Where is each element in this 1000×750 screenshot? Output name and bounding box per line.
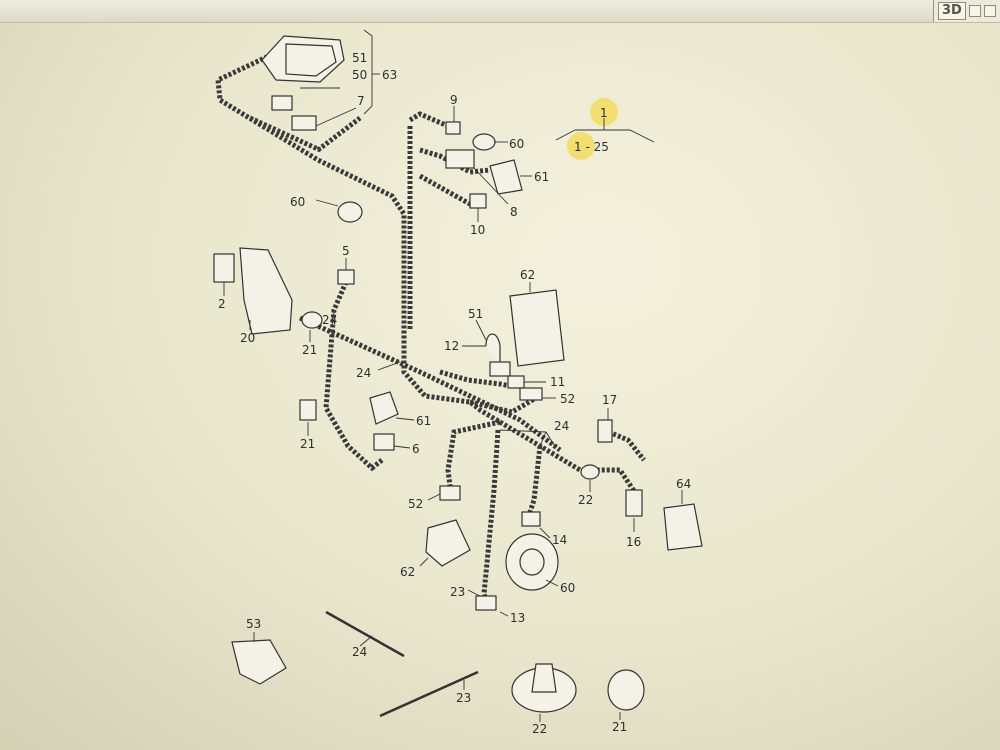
ring-21 bbox=[607, 669, 645, 711]
fittings bbox=[239, 133, 600, 480]
callout-53: 53 bbox=[246, 617, 261, 631]
callout-24-a: 24 bbox=[322, 313, 337, 327]
window-icon[interactable] bbox=[968, 5, 981, 17]
callout-60-c: 60 bbox=[560, 581, 575, 595]
callout-64: 64 bbox=[676, 477, 691, 491]
highlight-marker-range bbox=[567, 132, 595, 160]
callout-17: 17 bbox=[602, 393, 617, 407]
callout-11: 11 bbox=[550, 375, 565, 389]
callout-51: 51 bbox=[352, 51, 367, 65]
callout-24-c: 24 bbox=[352, 645, 367, 659]
callout-6: 6 bbox=[412, 442, 420, 456]
motor-62 bbox=[425, 519, 471, 567]
callout-20: 20 bbox=[240, 331, 255, 345]
cable-tie-23 bbox=[379, 670, 479, 718]
connector-6 bbox=[373, 433, 395, 451]
callout-21-a: 21 bbox=[302, 343, 317, 357]
callout-23-b: 23 bbox=[456, 691, 471, 705]
callout-9: 9 bbox=[450, 93, 458, 107]
callout-61-a: 61 bbox=[534, 170, 549, 184]
clip-61 bbox=[369, 391, 399, 425]
leader-lines bbox=[223, 29, 683, 722]
boot-20 bbox=[239, 247, 293, 335]
callout-13: 13 bbox=[510, 611, 525, 625]
grommet-60-small bbox=[472, 133, 496, 151]
callout-51-b: 51 bbox=[468, 307, 483, 321]
harness-lines bbox=[215, 43, 646, 601]
speaker-60-cone bbox=[519, 548, 545, 576]
callout-10: 10 bbox=[470, 223, 485, 237]
bracket-53 bbox=[231, 639, 287, 685]
callout-62-a: 62 bbox=[520, 268, 535, 282]
connector-5 bbox=[337, 269, 355, 285]
callout-50: 50 bbox=[352, 68, 367, 82]
grommet-60-upper bbox=[337, 201, 363, 223]
group-ref-range: 1 - 25 bbox=[574, 140, 609, 154]
connector-50 bbox=[271, 95, 293, 111]
connector-21 bbox=[299, 399, 317, 421]
lock-module-64 bbox=[663, 503, 703, 551]
connector-2 bbox=[213, 253, 235, 283]
connector-17 bbox=[597, 419, 613, 443]
grommet-22-neck bbox=[531, 663, 557, 693]
callout-16: 16 bbox=[626, 535, 641, 549]
grid-icon[interactable] bbox=[983, 5, 996, 17]
callout-52-a: 52 bbox=[560, 392, 575, 406]
view-toolbar: 3D bbox=[933, 0, 1000, 22]
callout-5: 5 bbox=[342, 244, 350, 258]
group-reference: 1 1 - 25 bbox=[555, 106, 655, 154]
connector-14 bbox=[521, 511, 541, 527]
cable-tie-24 bbox=[325, 610, 405, 658]
callout-24-a2: 24 bbox=[356, 366, 371, 380]
connector-11 bbox=[507, 375, 525, 389]
callout-63: 63 bbox=[382, 68, 397, 82]
callout-21-b: 21 bbox=[300, 437, 315, 451]
highlight-marker-top bbox=[590, 98, 618, 126]
callout-61-b: 61 bbox=[416, 414, 431, 428]
callouts: 51 50 63 7 9 60 61 8 10 60 5 2 20 21 24 … bbox=[218, 51, 691, 736]
connector-52-lower bbox=[439, 485, 461, 501]
loose-parts bbox=[231, 610, 645, 718]
callout-21-c: 21 bbox=[612, 720, 627, 734]
connector-52-upper bbox=[519, 387, 543, 401]
callout-14: 14 bbox=[552, 533, 567, 547]
connector-7 bbox=[291, 115, 317, 131]
connector-13 bbox=[475, 595, 497, 611]
callout-2: 2 bbox=[218, 297, 226, 311]
callout-60-b: 60 bbox=[290, 195, 305, 209]
callout-12: 12 bbox=[444, 339, 459, 353]
window-top-bar bbox=[0, 0, 1000, 23]
loop-12 bbox=[485, 333, 501, 362]
view-3d-button[interactable]: 3D bbox=[938, 2, 966, 20]
bracket-61 bbox=[489, 159, 523, 195]
connector-9 bbox=[445, 121, 461, 135]
callout-23-a: 23 bbox=[450, 585, 465, 599]
connector-10 bbox=[469, 193, 487, 209]
connector-16 bbox=[625, 489, 643, 517]
connector-8 bbox=[445, 149, 475, 169]
group-ref-top: 1 bbox=[600, 106, 608, 120]
callout-60-a: 60 bbox=[509, 137, 524, 151]
callout-7: 7 bbox=[357, 94, 365, 108]
callout-52-b: 52 bbox=[408, 497, 423, 511]
callout-8: 8 bbox=[510, 205, 518, 219]
callout-24-b: 24 bbox=[554, 419, 569, 433]
connectors bbox=[213, 95, 643, 611]
grommet-21 bbox=[301, 311, 323, 329]
callout-62-b: 62 bbox=[400, 565, 415, 579]
control-module-62 bbox=[509, 289, 565, 367]
callout-22-a: 22 bbox=[578, 493, 593, 507]
grommet-22 bbox=[580, 464, 600, 480]
connector-12 bbox=[489, 361, 511, 377]
mirror-assembly bbox=[261, 35, 345, 83]
callout-22-b: 22 bbox=[532, 722, 547, 736]
modules bbox=[425, 289, 703, 591]
